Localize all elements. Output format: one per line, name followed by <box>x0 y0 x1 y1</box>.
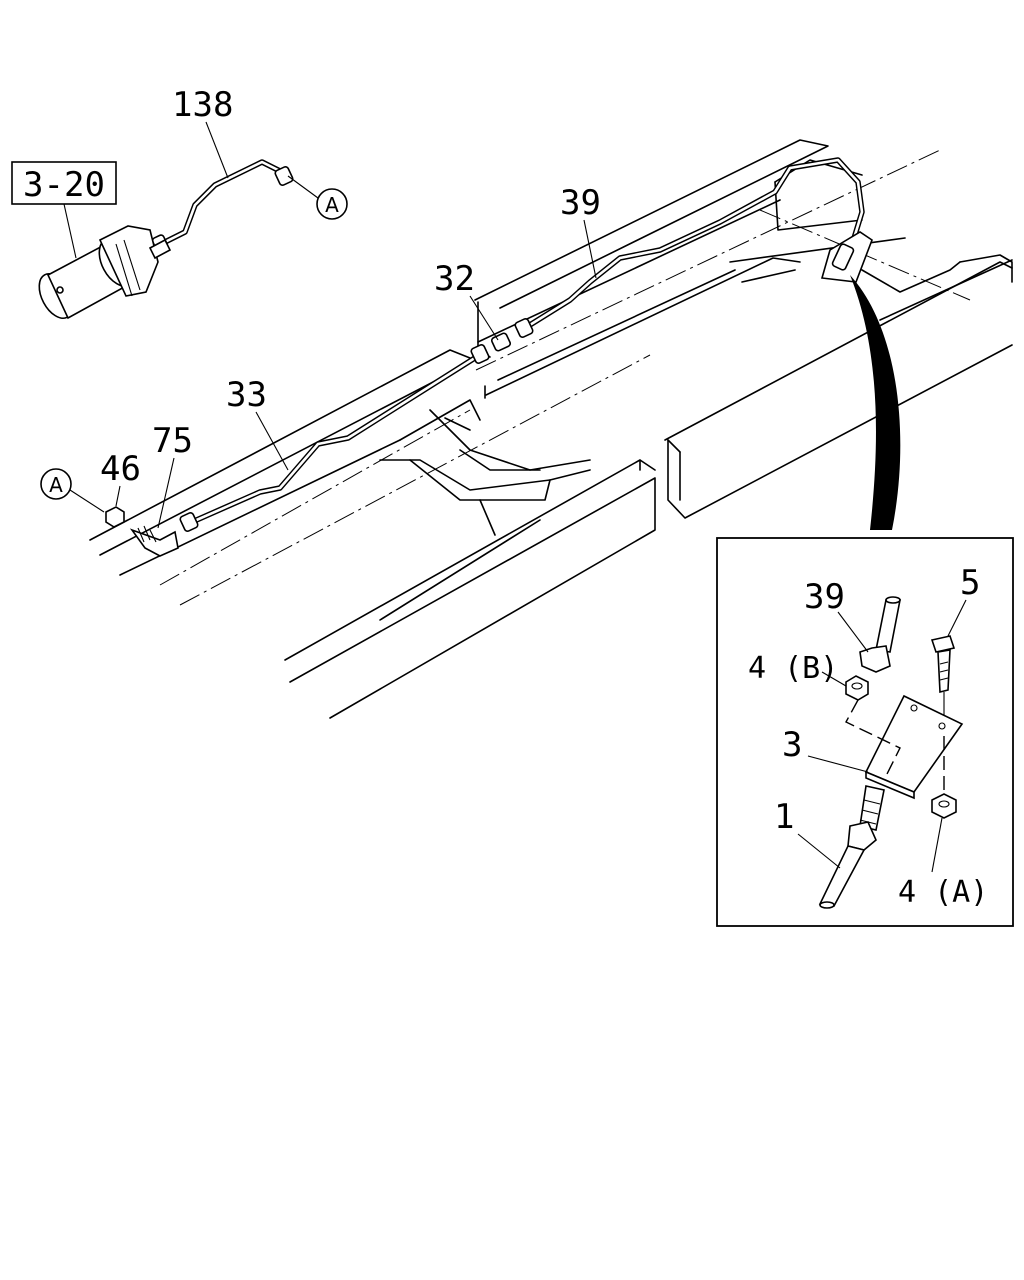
pipe-138 <box>162 159 285 245</box>
pipe-39 <box>522 157 865 331</box>
callout-33: 33 <box>226 375 267 415</box>
connector-a-top-text: A <box>325 193 339 217</box>
inset-detail: 39 5 4 (B) 3 1 4 (A) <box>716 537 1014 927</box>
callout-75: 75 <box>152 421 193 461</box>
pipe-33 <box>189 353 481 525</box>
inset-leader <box>850 275 901 530</box>
callouts-main: 138 39 32 33 75 46 <box>100 85 601 529</box>
ref-box-3-20: 3-20 <box>11 161 117 259</box>
inset-callout-3: 3 <box>782 725 802 765</box>
inset-callout-1: 1 <box>774 797 794 837</box>
rear-bracket <box>820 231 873 283</box>
callout-32: 32 <box>434 259 475 299</box>
connector-mark-a-left: A <box>40 468 105 513</box>
part-75-fitting <box>129 525 179 557</box>
connector-mark-a-top: A <box>287 175 348 220</box>
inset-callout-4a: 4 (A) <box>898 875 988 910</box>
inset-callout-4b: 4 (B) <box>748 651 838 686</box>
callout-138: 138 <box>172 85 233 125</box>
callout-46: 46 <box>100 449 141 489</box>
callout-39: 39 <box>560 183 601 223</box>
brake-actuator <box>38 225 172 320</box>
part-46-nut <box>105 506 125 528</box>
inset-callout-5: 5 <box>960 563 980 603</box>
inset-callout-39: 39 <box>804 577 845 617</box>
connector-a-left-text: A <box>49 473 63 497</box>
ref-box-label: 3-20 <box>23 165 105 205</box>
